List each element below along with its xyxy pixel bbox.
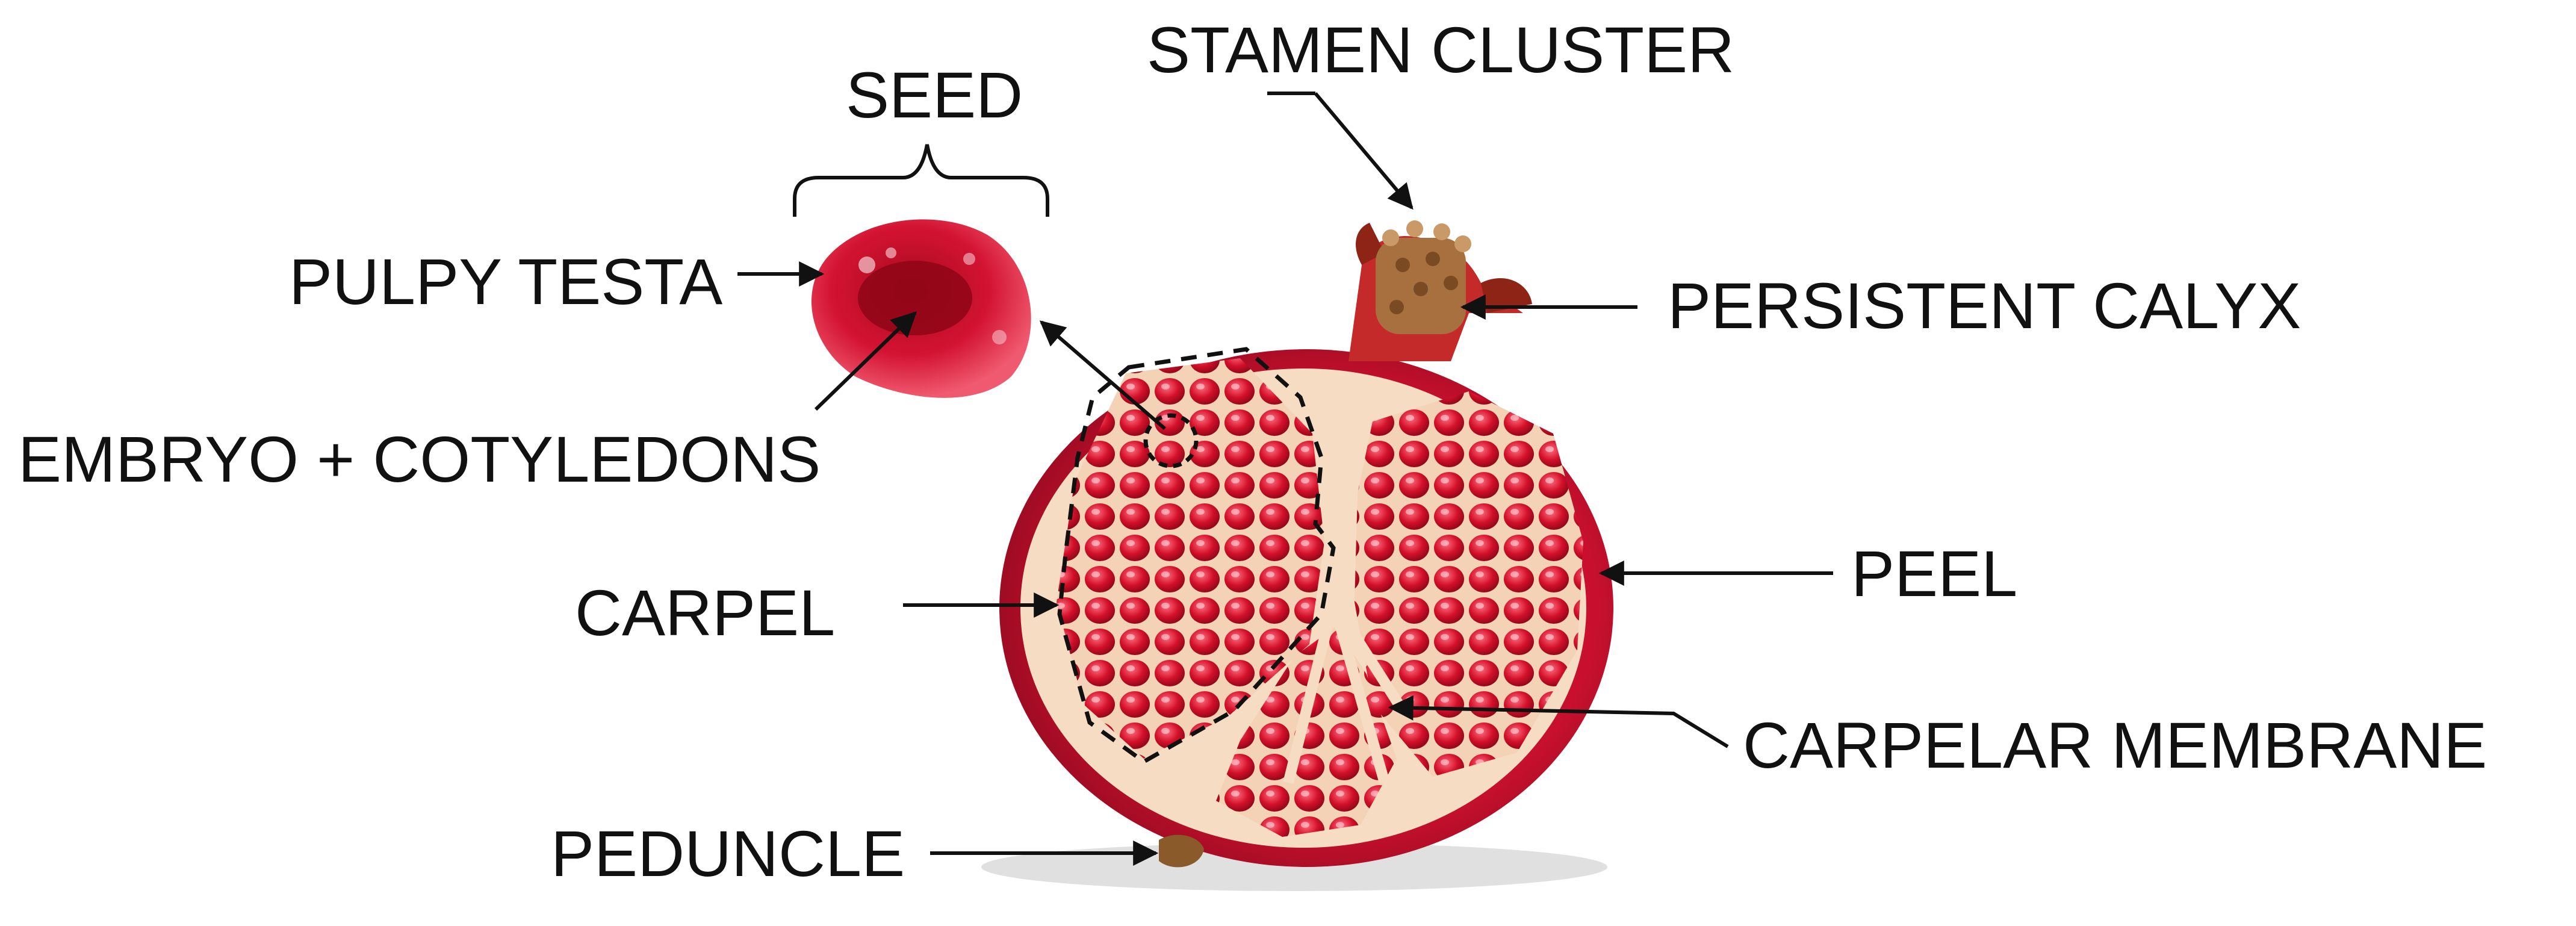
label-peduncle: PEDUNCLE [551,817,905,890]
seed-highlight-2 [886,247,896,258]
labels: SEED STAMEN CLUSTER PULPY TESTA PERSISTE… [18,13,2487,890]
seed-illustration [811,219,1031,398]
label-pulpy-testa: PULPY TESTA [289,245,722,318]
arrow-embryo [814,311,917,411]
seed-embryo [858,261,972,335]
calyx-lobe [1481,278,1532,313]
seed-highlight [858,256,875,273]
arrow-carpelar-membrane [1388,695,1729,748]
label-seed: SEED [846,58,1023,131]
right-carpel-arils [1355,391,1583,777]
peduncle-illustration [1159,834,1204,868]
label-peel: PEEL [1851,537,2017,610]
label-stamen-cluster: STAMEN CLUSTER [1147,13,1734,86]
label-arrows [737,92,1833,866]
seed-highlight-circle [1143,413,1199,468]
label-embryo-cotyledons: EMBRYO + COTYLEDONS [18,423,821,496]
stamen-cluster-illustration [1376,220,1471,334]
pomegranate-half-illustration [981,220,1613,891]
left-carpel-arils [1057,358,1324,759]
label-persistent-calyx: PERSISTENT CALYX [1668,269,2301,342]
label-carpelar-membrane: CARPELAR MEMBRANE [1743,709,2487,782]
seed-highlight-3 [963,253,975,265]
label-carpel: CARPEL [575,576,835,649]
carpel-dashed-outline [1057,347,1336,765]
arrow-stamen-cluster [1314,92,1414,210]
carpelar-membrane-line [1283,421,1407,785]
arrow-seed-origin [1039,320,1166,430]
seed-brace [793,144,1049,217]
seed-highlight-4 [992,330,1007,344]
